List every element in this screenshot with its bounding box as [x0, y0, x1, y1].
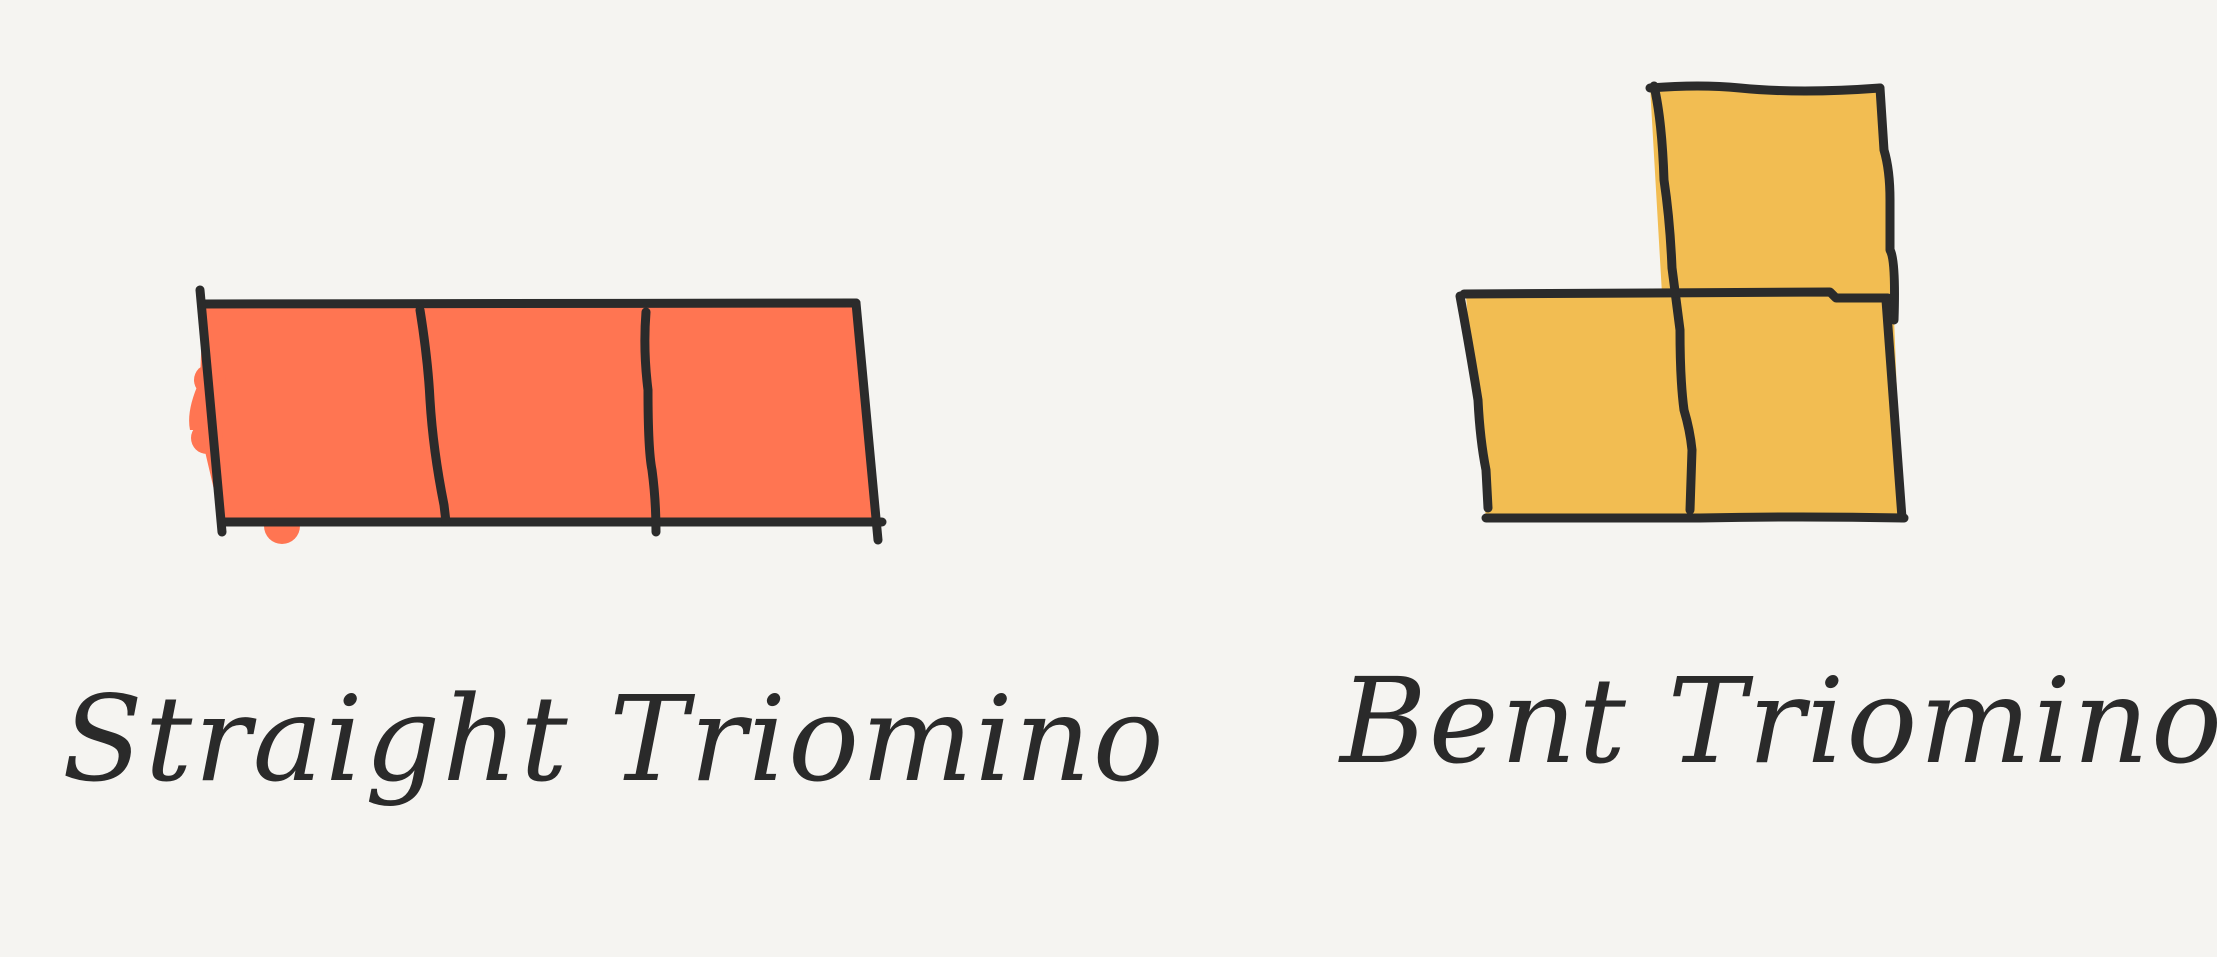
straight-triomino	[189, 285, 887, 545]
bent-triomino-label: Bent Triomino	[1340, 652, 2217, 790]
straight-top-edge	[197, 298, 861, 309]
bent-top-square-right	[1875, 83, 1899, 325]
bent-triomino	[1455, 81, 1909, 523]
bent-middle-edge	[1459, 287, 1893, 303]
straight-triomino-label: Straight Triomino	[62, 670, 1166, 808]
straight-divider-2	[640, 307, 661, 537]
bent-bottom-edge	[1481, 512, 1909, 523]
bent-top-square-top	[1645, 81, 1885, 96]
straight-left-edge	[195, 285, 227, 537]
bent-triomino-fill	[1466, 86, 1902, 520]
straight-divider-1	[415, 305, 451, 527]
straight-triomino-fill	[189, 303, 879, 524]
bent-left-edge	[1455, 291, 1493, 513]
bent-right-edge	[1881, 295, 1907, 523]
straight-right-edge	[851, 298, 883, 545]
